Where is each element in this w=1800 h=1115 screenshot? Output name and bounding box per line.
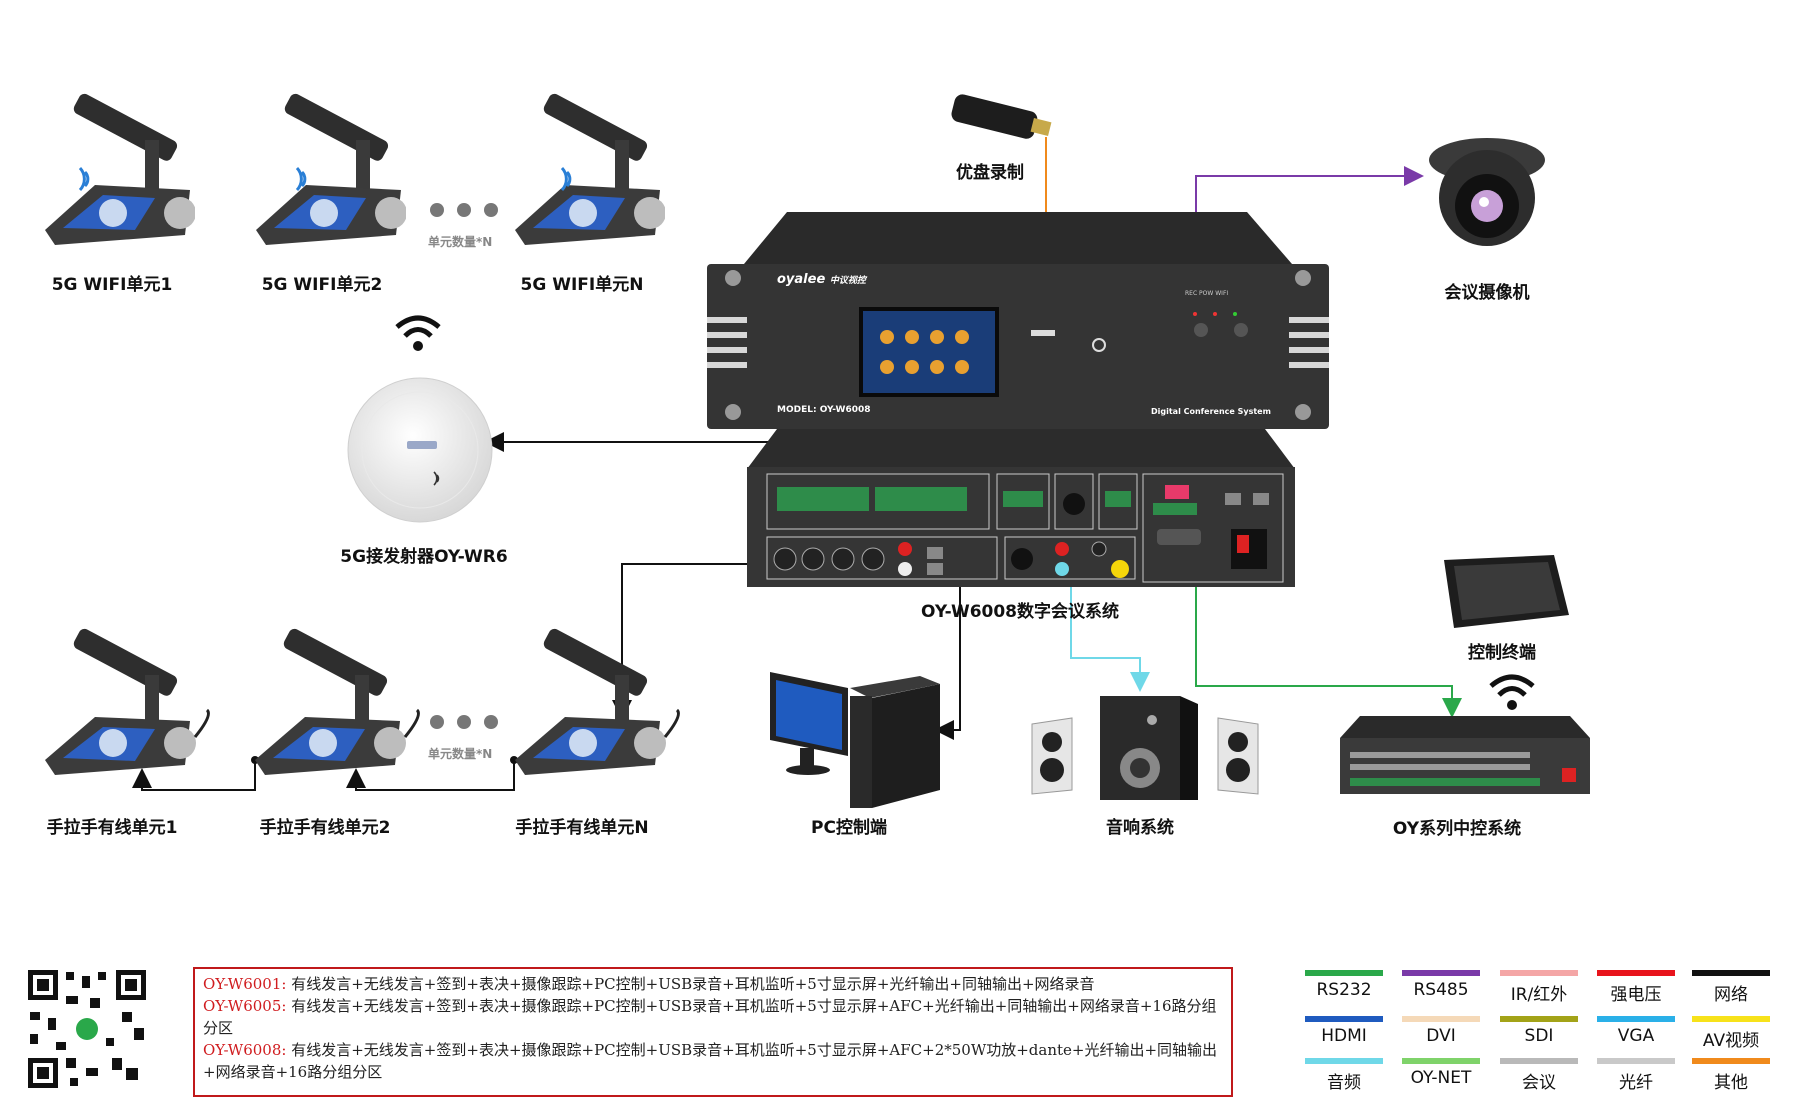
panel-indicators: REC POW WIFI — [1185, 290, 1229, 297]
camera-image — [1429, 138, 1545, 246]
wifi-icon — [395, 315, 441, 351]
legend-bar — [1402, 970, 1480, 976]
wired-unit-n-image — [515, 628, 680, 775]
wifi-unit-2-image — [256, 93, 406, 245]
qr-code — [26, 968, 148, 1090]
legend-sdi: SDI — [1500, 1016, 1578, 1046]
legend-bar — [1305, 970, 1383, 976]
usb-drive-image — [951, 94, 1052, 139]
legend-bar — [1597, 970, 1675, 976]
speakers-image — [1031, 696, 1259, 800]
wired-unit-n-label: 手拉手有线单元N — [515, 818, 649, 838]
panel-subtitle: Digital Conference System — [1151, 407, 1271, 416]
legend-vga: VGA — [1597, 1016, 1675, 1046]
legend-bar — [1402, 1016, 1480, 1022]
more-units-dots-top — [428, 201, 500, 223]
legend-bar — [1305, 1016, 1383, 1022]
note-w6008: OY-W6008: 有线发言+无线发言+签到+表决+摄像跟踪+PC控制+USB录… — [203, 1041, 1218, 1081]
legend-bar — [1500, 1016, 1578, 1022]
usb-label: 优盘录制 — [956, 163, 1024, 183]
legend-bar — [1402, 1058, 1480, 1064]
legend-fiber: 光纤 — [1597, 1058, 1675, 1093]
unit-count-note-bottom: 单元数量*N — [428, 747, 493, 761]
wifi-icon — [1489, 674, 1535, 710]
transceiver-image — [347, 377, 493, 523]
legend-bar — [1692, 1016, 1770, 1022]
legend-rs232: RS232 — [1305, 970, 1383, 1000]
legend-network: 网络 — [1692, 970, 1770, 1005]
tablet-image — [1444, 555, 1569, 628]
panel-model: MODEL: OY-W6008 — [777, 405, 871, 415]
legend-rs485: RS485 — [1402, 970, 1480, 1000]
legend-av-video: AV视频 — [1692, 1016, 1770, 1051]
main-unit-rear-panel — [747, 429, 1295, 587]
legend-hdmi: HDMI — [1305, 1016, 1383, 1046]
legend-bar — [1692, 1058, 1770, 1064]
legend-conference: 会议 — [1500, 1058, 1578, 1093]
daisy-wire-1 — [132, 760, 256, 791]
legend-bar — [1597, 1058, 1675, 1064]
model-notes-box: OY-W6001: 有线发言+无线发言+签到+表决+摄像跟踪+PC控制+USB录… — [193, 967, 1233, 1097]
wifi-unit-2-label: 5G WIFI单元2 — [261, 275, 383, 295]
note-w6001: OY-W6001: 有线发言+无线发言+签到+表决+摄像跟踪+PC控制+USB录… — [203, 975, 1095, 993]
speakers-label: 音响系统 — [1106, 818, 1174, 838]
legend-other: 其他 — [1692, 1058, 1770, 1093]
legend-bar — [1500, 1058, 1578, 1064]
central-control-wire — [1195, 510, 1462, 718]
unit-count-note-top: 单元数量*N — [428, 235, 493, 249]
pc-label: PC控制端 — [811, 818, 887, 838]
wifi-unit-1-image — [45, 93, 195, 245]
wired-unit-2-image — [255, 628, 420, 775]
legend-bar — [1305, 1058, 1383, 1064]
camera-label: 会议摄像机 — [1444, 283, 1530, 303]
wired-unit-1-image — [45, 628, 210, 775]
transceiver-label: 5G接发射器OY-WR6 — [340, 547, 508, 567]
legend-audio: 音频 — [1305, 1058, 1383, 1093]
legend-bar — [1692, 970, 1770, 976]
wifi-unit-n-image — [515, 93, 665, 245]
wifi-unit-n-label: 5G WIFI单元N — [520, 275, 644, 295]
wired-unit-2-label: 手拉手有线单元2 — [259, 818, 391, 838]
brand-logo: oyalee — [777, 272, 826, 287]
audio-wire — [1070, 560, 1150, 692]
brand-cn: 中议视控 — [829, 276, 866, 286]
legend-ir: IR/红外 — [1500, 970, 1578, 1005]
legend-bar — [1597, 1016, 1675, 1022]
more-units-dots-bottom — [428, 713, 500, 735]
note-w6005: OY-W6005: 有线发言+无线发言+签到+表决+摄像跟踪+PC控制+USB录… — [203, 997, 1217, 1037]
daisy-wire-2 — [346, 760, 515, 791]
main-unit-label: OY-W6008数字会议系统 — [920, 602, 1120, 622]
central-control-label: OY系列中控系统 — [1392, 819, 1522, 839]
legend-high-voltage: 强电压 — [1597, 970, 1675, 1005]
central-control-image — [1340, 716, 1590, 794]
wifi-unit-1-label: 5G WIFI单元1 — [51, 275, 173, 295]
wired-unit-1-label: 手拉手有线单元1 — [46, 818, 178, 838]
pc-image — [770, 672, 940, 808]
legend-bar — [1500, 970, 1578, 976]
main-unit-front-panel: oyalee 中议视控 MODEL: OY-W6008 Digital Conf… — [707, 212, 1329, 429]
legend-dvi: DVI — [1402, 1016, 1480, 1046]
tablet-label: 控制终端 — [1468, 643, 1536, 663]
legend-oy-net: OY-NET — [1402, 1058, 1480, 1088]
pc-wire — [934, 560, 961, 740]
